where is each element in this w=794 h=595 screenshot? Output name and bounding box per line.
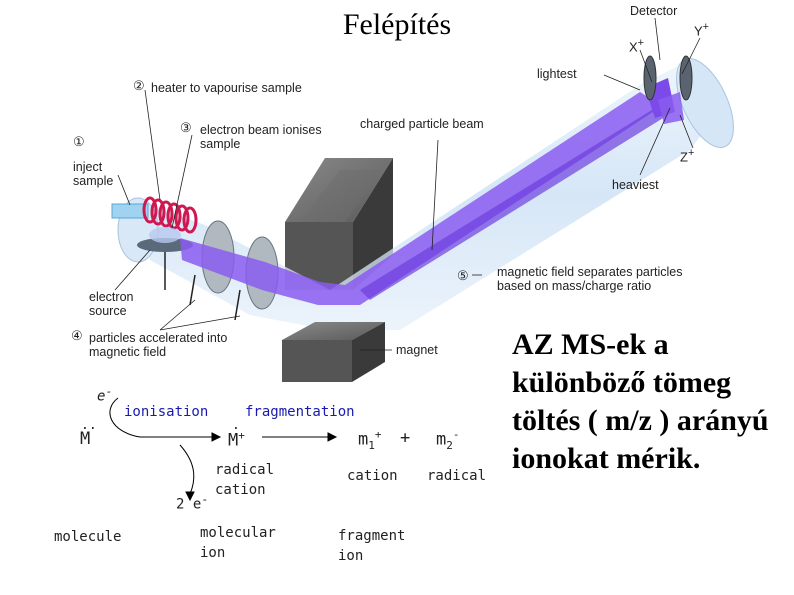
sample-vapour <box>149 227 181 243</box>
ion-z-letter: Z <box>680 149 688 165</box>
step-3-label: electron beam ionises sample <box>200 123 322 151</box>
step-3-number: ③ <box>180 120 192 135</box>
magnet-label: magnet <box>396 343 438 357</box>
fragment1-subscript: 1 <box>368 439 375 453</box>
molecular-ion-formula: M+ <box>228 429 245 451</box>
radical-label: radical <box>427 468 487 484</box>
fragment2-symbol: m <box>436 429 447 450</box>
ion-x-charge: + <box>637 37 644 49</box>
detector <box>643 55 693 101</box>
ionisation-label: ionisation <box>124 404 209 420</box>
electron-in-charge: - <box>105 384 113 398</box>
ion-x-label: X+ <box>629 36 644 54</box>
leader-lines <box>114 17 701 351</box>
ion-y-charge: + <box>702 21 709 33</box>
fragment2-charge: - <box>452 428 460 441</box>
electron-source-label: electron source <box>89 290 134 318</box>
cation-label: cation <box>347 468 398 484</box>
fragment1-symbol: m <box>358 429 369 450</box>
step-5-label: magnetic field separates particles based… <box>497 265 683 293</box>
reaction-arrows <box>109 397 338 502</box>
charged-particle-beam-label: charged particle beam <box>360 117 484 131</box>
ion-y-letter: Y <box>694 23 703 39</box>
heater-coil <box>142 196 198 234</box>
lower-magnet <box>282 322 385 382</box>
slide-title: Felépítés <box>342 8 452 41</box>
particle-beam <box>180 78 684 305</box>
electron-source <box>137 238 193 290</box>
heaviest-label: heaviest <box>612 178 659 192</box>
molecule-caption: molecule <box>54 529 122 545</box>
ion-y-label: Y+ <box>694 20 709 38</box>
molecular-ion-dot: . <box>232 418 240 433</box>
fragment1-charge: + <box>374 428 382 441</box>
step-1-number: ① <box>73 134 85 149</box>
plus-sign: + <box>400 428 411 448</box>
ion-x-letter: X <box>629 39 638 55</box>
fragment-ion-caption: fragment ion <box>338 528 406 564</box>
ion-z-label: Z+ <box>680 146 694 164</box>
electrons-out: 2 e- <box>176 492 208 513</box>
fragment2-subscript: 2 <box>446 439 453 453</box>
molecular-ion-charge: + <box>238 429 245 442</box>
ion-z-charge: + <box>687 147 695 159</box>
step-2-label: heater to vapourise sample <box>151 81 302 95</box>
electron-in: e- <box>97 384 112 405</box>
molecular-ion-symbol: M <box>228 430 239 451</box>
electrons-out-symbol: 2 e <box>176 496 202 513</box>
step-1-label: inject sample <box>73 160 114 188</box>
step-4-number: ④ <box>71 328 83 343</box>
molecule-symbol: M <box>80 429 91 449</box>
molecular-ion-caption: molecular ion <box>200 525 276 561</box>
molecule-dots: .. <box>81 418 97 433</box>
step-5-number: ⑤ <box>457 268 469 283</box>
radical-cation-label: radical cation <box>215 462 275 498</box>
step-4-label: particles accelerated into magnetic fiel… <box>89 331 228 359</box>
step-2-number: ② <box>133 78 145 93</box>
detector-label: Detector <box>630 4 678 18</box>
electrons-out-charge: - <box>201 492 209 506</box>
description-text: AZ MS-ek a különböző tömeg töltés ( m/z … <box>512 328 769 475</box>
lightest-label: lightest <box>537 67 577 81</box>
fragmentation-label: fragmentation <box>245 404 355 420</box>
fragment2-formula: m2- <box>436 428 460 452</box>
electron-in-symbol: e <box>97 388 106 405</box>
fragment1-formula: m1+ <box>358 428 382 452</box>
